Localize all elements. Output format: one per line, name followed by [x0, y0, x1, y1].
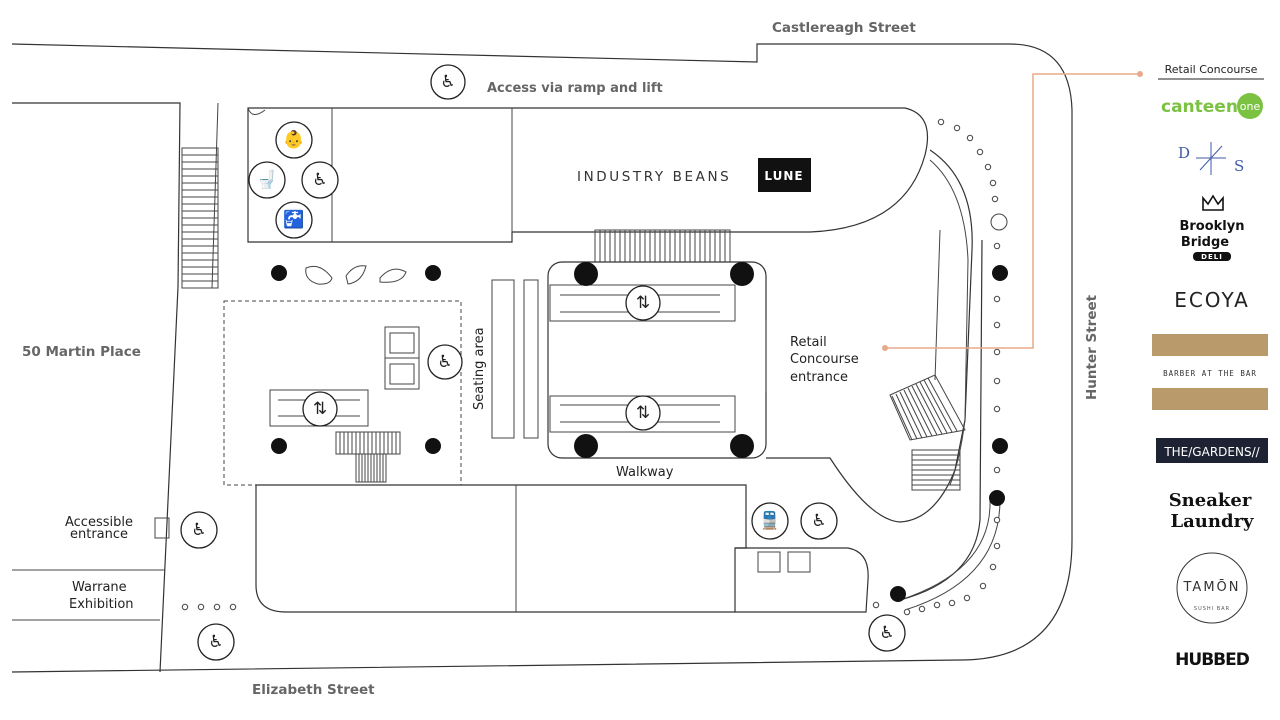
outer-boundary: [11, 43, 1073, 673]
pillars: [271, 262, 1008, 602]
svg-text:DELI: DELI: [1201, 253, 1223, 261]
legend: Retail Concourse canteen one D S Brookly…: [1152, 63, 1268, 670]
barber-at-the-bar-logo: BARBER AT THE BAR: [1152, 334, 1268, 410]
planter-shapes: [305, 265, 407, 285]
accessible-label-1: Accessible: [65, 515, 133, 530]
svg-text:Brooklyn: Brooklyn: [1179, 219, 1244, 234]
svg-text:♿: ♿: [208, 632, 223, 652]
svg-text:BARBER AT THE BAR: BARBER AT THE BAR: [1163, 369, 1257, 378]
lift-zone: [223, 300, 462, 486]
svg-text:one: one: [1240, 100, 1261, 113]
svg-text:Bridge: Bridge: [1181, 235, 1229, 250]
svg-text:S: S: [1234, 157, 1244, 175]
svg-text:Sneaker: Sneaker: [1169, 490, 1252, 511]
tamon-sushi-logo: TAMŌN SUSHI BAR: [1176, 552, 1248, 624]
walkway-label: Walkway: [616, 465, 674, 480]
wheelchair-icon: ♿: [868, 614, 906, 652]
concourse-label-1: Retail: [790, 335, 827, 350]
east-stairs: [889, 374, 966, 491]
svg-text:♿: ♿: [191, 520, 206, 540]
seating-label: Seating area: [472, 327, 487, 410]
lune-logo: LUNE: [764, 169, 803, 183]
svg-text:♿: ♿: [879, 623, 894, 643]
svg-text:♿: ♿: [811, 511, 826, 531]
accessible-label-2: entrance: [70, 527, 128, 542]
wheelchair-icon: ♿: [301, 161, 339, 199]
industry-beans-block: [247, 107, 929, 243]
west-boundary: [12, 102, 181, 673]
concourse-label-3: entrance: [790, 370, 848, 385]
escalator-icon: ⇅: [625, 285, 661, 321]
bollard-dots-east: [903, 118, 1001, 616]
svg-text:🚰: 🚰: [283, 209, 304, 230]
svg-text:🚽: 🚽: [256, 169, 277, 190]
ecoya-logo: ECOYA: [1174, 288, 1250, 312]
canteen-one-logo: canteen one: [1161, 93, 1263, 119]
bollard-dots-south: [181, 601, 880, 611]
wheelchair-icon: ♿: [180, 511, 218, 549]
escalator-icon: ⇅: [625, 395, 661, 431]
central-stairs: [594, 229, 731, 263]
access-label: Access via ramp and lift: [487, 81, 663, 96]
place-50-martin: 50 Martin Place: [22, 344, 141, 360]
toilet-icon: 🚽: [248, 161, 286, 199]
warrane-label-1: Warrane: [72, 580, 127, 595]
svg-text:♿: ♿: [312, 170, 327, 190]
svg-text:♿: ♿: [440, 72, 455, 92]
lune-logo-bg: [758, 158, 811, 192]
svg-text:Laundry: Laundry: [1170, 511, 1254, 532]
industry-beans-label: INDUSTRY BEANS: [577, 169, 731, 185]
svg-text:TAMŌN: TAMŌN: [1183, 580, 1241, 595]
svg-text:♿: ♿: [437, 352, 452, 372]
south-block: [255, 484, 747, 613]
train-icon: 🚆: [751, 502, 789, 540]
sneaker-laundry-logo: Sneaker Laundry: [1169, 490, 1254, 532]
legend-title: Retail Concourse: [1165, 63, 1258, 76]
svg-text:THE/GARDENS//: THE/GARDENS//: [1163, 445, 1260, 459]
svg-text:⇅: ⇅: [636, 293, 650, 313]
wheelchair-icon: ♿: [430, 64, 466, 100]
svg-text:D: D: [1178, 144, 1190, 162]
svg-text:⇅: ⇅: [636, 403, 650, 423]
wheelchair-icon: ♿: [427, 344, 463, 380]
baby-change-icon: 👶: [275, 121, 313, 159]
ds-logo: D S: [1178, 142, 1244, 175]
street-elizabeth: Elizabeth Street: [252, 682, 375, 698]
hubbed-logo: HUBBED: [1175, 650, 1250, 670]
street-hunter: Hunter Street: [1084, 294, 1100, 400]
escalator-zone: [547, 261, 767, 459]
west-stairs: [181, 147, 219, 289]
svg-text:SUSHI BAR: SUSHI BAR: [1194, 606, 1230, 612]
the-gardens-logo: THE/GARDENS//: [1156, 438, 1268, 463]
warrane-label-2: Exhibition: [69, 597, 134, 612]
svg-text:🚆: 🚆: [759, 510, 780, 531]
svg-text:👶: 👶: [283, 129, 304, 150]
street-castlereagh: Castlereagh Street: [772, 20, 916, 36]
svg-text:canteen: canteen: [1161, 97, 1238, 117]
wheelchair-icon: ♿: [197, 623, 235, 661]
brooklyn-bridge-deli-logo: Brooklyn Bridge DELI: [1179, 194, 1245, 261]
wheelchair-icon: ♿: [800, 502, 838, 540]
escalator-icon: ⇅: [302, 391, 338, 427]
svg-text:⇅: ⇅: [313, 399, 327, 419]
concourse-label-2: Concourse: [790, 352, 859, 367]
tap-icon: 🚰: [275, 201, 313, 239]
concourse-connector: [885, 73, 1140, 349]
